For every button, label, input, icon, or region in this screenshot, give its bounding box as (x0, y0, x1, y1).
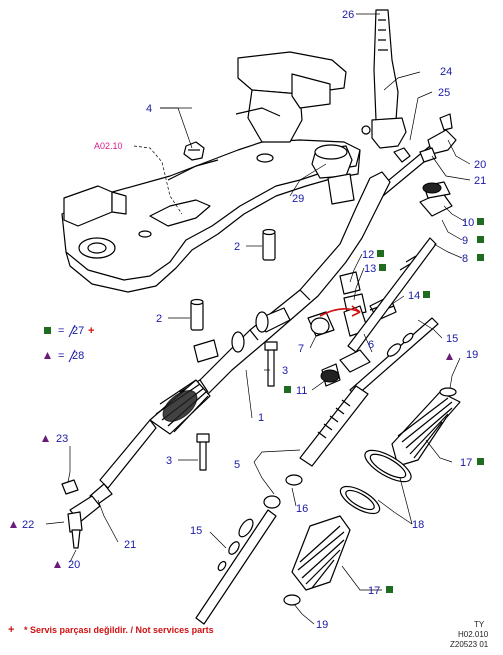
footer-plus-marker: + (8, 624, 14, 636)
callout-6: 6 (368, 339, 374, 351)
pinion-parts (307, 181, 453, 387)
square-markers (44, 218, 484, 593)
callout-19-upper: 19 (466, 349, 478, 361)
square-marker-8 (477, 254, 484, 261)
triangle-marker-19 (446, 353, 453, 360)
square-marker-17-lower (386, 586, 393, 593)
callout-5: 5 (234, 459, 240, 471)
callout-21-lower: 21 (124, 539, 136, 551)
tie-rod-end-left (61, 479, 101, 549)
legend-square-eq: = (58, 325, 64, 337)
crossmember (61, 51, 361, 293)
callout-24: 24 (440, 66, 452, 78)
square-marker-14 (423, 291, 430, 298)
callout-29: 29 (292, 193, 304, 205)
callout-3-upper: 3 (282, 365, 288, 377)
legend-triangle-strike (68, 349, 76, 363)
callout-16: 16 (296, 503, 308, 515)
square-marker-13 (379, 264, 386, 271)
callout-13: 13 (364, 263, 376, 275)
triangle-markers (10, 352, 453, 568)
sleeve-2-lower (190, 298, 204, 331)
callout-25: 25 (438, 87, 450, 99)
callout-4: 4 (146, 103, 152, 115)
drawing-code-line1: TY (474, 620, 485, 629)
square-marker-9 (477, 236, 484, 243)
callout-17-upper: 17 (460, 457, 472, 469)
drawing-code-line3: Z20523 01 (450, 640, 489, 649)
square-marker-10 (477, 218, 484, 225)
callout-2-upper: 2 (234, 241, 240, 253)
column-shaft (361, 9, 411, 163)
bolt-3-upper (264, 341, 278, 387)
callout-11: 11 (296, 385, 307, 397)
triangle-marker-23 (42, 435, 49, 442)
footer: + * Servis parçası değildir. / Not servi… (8, 620, 489, 649)
callout-1: 1 (258, 412, 264, 424)
reference-a0210: A02.10 (94, 141, 123, 151)
callout-7: 7 (298, 343, 304, 355)
callout-20-lower: 20 (68, 559, 80, 571)
callout-18: 18 (412, 519, 424, 531)
rack-housing (179, 144, 391, 405)
footer-note: * Servis parçası değildir. / Not service… (24, 625, 214, 635)
boot-17-lower (283, 515, 351, 606)
triangle-marker-20 (54, 561, 61, 568)
callout-3-lower: 3 (166, 455, 172, 467)
square-marker-12 (377, 250, 384, 257)
legend-square-marker (44, 327, 51, 334)
legend: = 27 + = 28 (58, 324, 94, 363)
callout-17-lower: 17 (368, 585, 380, 597)
callout-2-lower: 2 (156, 313, 162, 325)
rack-5 (263, 385, 369, 509)
callout-14: 14 (408, 290, 420, 302)
leader-lines (45, 13, 471, 625)
callout-10: 10 (462, 217, 474, 229)
callout-15-lower: 15 (190, 525, 202, 537)
drawing-code-line2: H02.010 (458, 630, 489, 639)
callout-labels: 26 24 25 4 A02.10 20 21 29 10 9 8 2 12 1… (22, 9, 486, 631)
callout-9: 9 (462, 235, 468, 247)
callout-22: 22 (22, 519, 34, 531)
legend-triangle-value: 28 (72, 350, 84, 362)
square-marker-11 (284, 386, 291, 393)
bolt-3-lower (196, 433, 210, 471)
boot-left-housing (89, 379, 211, 505)
clamp-18-upper (364, 449, 412, 483)
triangle-marker-22 (10, 521, 17, 528)
bolt-4 (183, 141, 205, 161)
square-marker-17-upper (477, 458, 484, 465)
callout-26: 26 (342, 9, 354, 21)
legend-plus: + (88, 325, 94, 337)
clamp-18-lower (339, 485, 381, 515)
callout-8: 8 (462, 253, 468, 265)
legend-triangle-eq: = (58, 350, 64, 362)
callout-15-right: 15 (446, 333, 458, 345)
highlight-arrow (319, 305, 361, 317)
callout-23: 23 (56, 433, 68, 445)
legend-square-strike (68, 324, 76, 338)
legend-square-value: 27 (72, 325, 84, 337)
callout-19-lower: 19 (316, 619, 328, 631)
callout-20-upper: 20 (474, 159, 486, 171)
legend-triangle-marker (44, 352, 51, 359)
boot-17-upper (391, 387, 461, 467)
callout-21-upper: 21 (474, 175, 486, 187)
rack-bar-lower (195, 509, 277, 625)
sleeve-2-upper (262, 228, 276, 261)
callout-12: 12 (362, 249, 374, 261)
